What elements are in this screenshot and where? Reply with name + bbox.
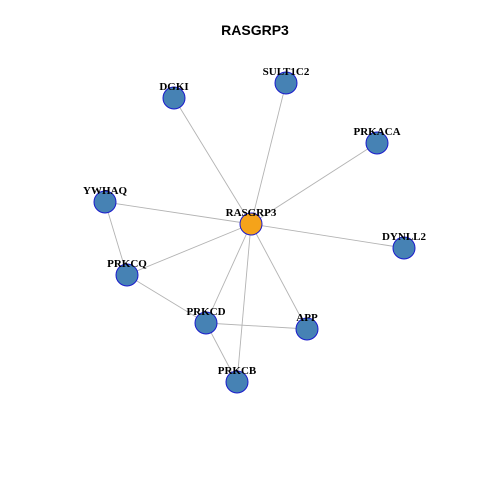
node-prkcd: PRKCD: [186, 306, 226, 335]
edge-rasgrp3-ywhaq: [104, 201, 252, 225]
node-label-ywhaq: YWHAQ: [83, 185, 127, 197]
edge-ywhaq-prkcq: [104, 201, 128, 276]
node-ywhaq: YWHAQ: [83, 185, 127, 214]
edge-rasgrp3-prkcb: [236, 223, 252, 383]
edge-rasgrp3-sult1c2: [250, 82, 287, 225]
edge-prkcq-prkcd: [126, 274, 207, 324]
node-circle-dgki: [162, 86, 186, 110]
node-circle-app: [295, 317, 319, 341]
edge-rasgrp3-prkcq: [126, 223, 252, 276]
node-circle-ywhaq: [93, 190, 117, 214]
edge-rasgrp3-dynll2: [250, 223, 405, 249]
node-label-prkcb: PRKCB: [218, 365, 257, 377]
node-label-prkcq: PRKCQ: [107, 258, 147, 270]
node-circle-prkaca: [365, 131, 389, 155]
node-label-rasgrp3: RASGRP3: [226, 207, 277, 219]
node-label-dynll2: DYNLL2: [382, 231, 427, 243]
node-dgki: DGKI: [159, 81, 189, 110]
node-circle-sult1c2: [274, 71, 298, 95]
node-rasgrp3: RASGRP3: [226, 207, 277, 236]
node-label-prkcd: PRKCD: [186, 306, 225, 318]
edge-rasgrp3-app: [250, 223, 308, 330]
edge-rasgrp3-prkcd: [205, 223, 252, 324]
node-circle-rasgrp3: [239, 212, 263, 236]
node-circle-dynll2: [392, 236, 416, 260]
node-app: APP: [295, 312, 319, 341]
node-circle-prkcq: [115, 263, 139, 287]
node-sult1c2: SULT1C2: [263, 66, 310, 95]
node-prkaca: PRKACA: [353, 126, 401, 155]
node-dynll2: DYNLL2: [382, 231, 427, 260]
node-label-dgki: DGKI: [159, 81, 188, 93]
node-label-prkaca: PRKACA: [353, 126, 400, 138]
edge-rasgrp3-prkaca: [250, 142, 378, 225]
graph-title: RASGRP3: [221, 22, 289, 38]
node-prkcb: PRKCB: [218, 365, 257, 394]
node-prkcq: PRKCQ: [107, 258, 147, 287]
node-label-sult1c2: SULT1C2: [263, 66, 310, 78]
edge-rasgrp3-dgki: [173, 97, 252, 225]
node-circle-prkcd: [194, 311, 218, 335]
node-label-app: APP: [296, 312, 318, 324]
edge-prkcd-app: [205, 322, 308, 330]
node-circle-prkcb: [225, 370, 249, 394]
